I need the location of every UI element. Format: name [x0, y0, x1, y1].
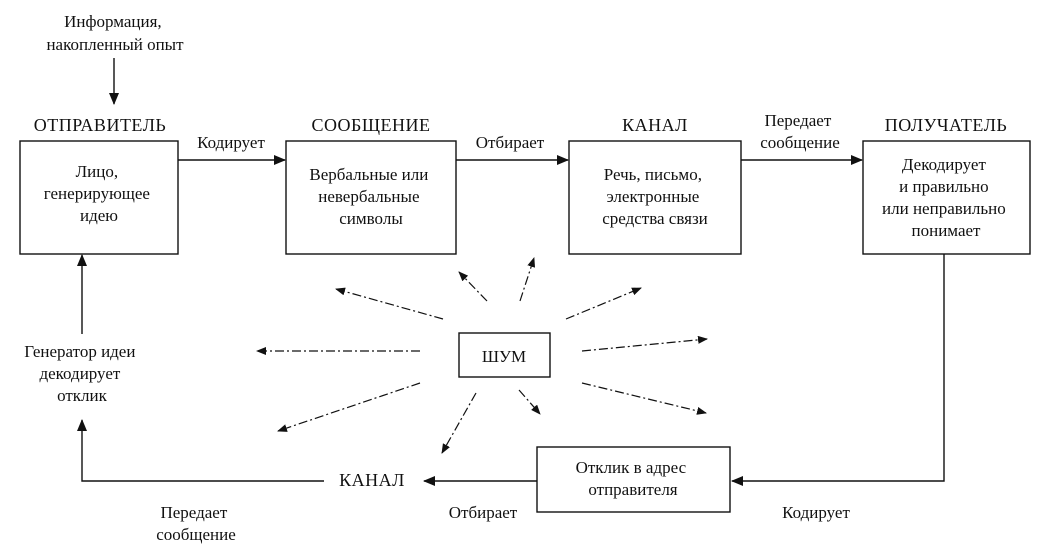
noise-arrow-down-left: [441, 392, 477, 454]
noise-arrow-down-right: [518, 389, 541, 415]
label-selects-top: Отбирает: [476, 133, 545, 152]
noise-arrow-up-left: [458, 271, 488, 302]
feedback-channel-label: КАНАЛ: [339, 470, 405, 490]
channel-box: [568, 140, 742, 255]
noise-arrow-upright-far: [565, 287, 642, 320]
arrow-receiver-to-feedback: [731, 254, 945, 486]
noise-arrow-downleft-far: [277, 382, 421, 432]
header-receiver: ПОЛУЧАТЕЛЬ: [885, 115, 1007, 135]
header-message: СООБЩЕНИЕ: [312, 115, 431, 135]
generator-label: Генератор идеи декодирует отклик: [24, 342, 139, 405]
noise-text: ШУМ: [482, 347, 526, 366]
label-feedback-transmits: Передает сообщение: [156, 503, 236, 544]
label-feedback-selects: Отбирает: [449, 503, 518, 522]
header-sender: ОТПРАВИТЕЛЬ: [34, 115, 167, 135]
noise-box: [458, 332, 551, 378]
message-text: Вербальные или невербальные символы: [309, 165, 432, 228]
receiver-box: [862, 140, 1031, 255]
sender-box: [19, 140, 179, 255]
input-label: Информация, накопленный опыт: [46, 12, 184, 54]
feedback-box: [536, 446, 731, 513]
noise-arrows: [256, 257, 708, 454]
noise-arrow-downright-far: [581, 382, 707, 415]
noise-arrow-upleft-far: [335, 287, 444, 320]
header-channel: КАНАЛ: [622, 115, 688, 135]
message-box: [285, 140, 457, 255]
noise-arrow-up-right: [519, 257, 536, 302]
sender-text: Лицо, генерирующее идею: [44, 162, 154, 225]
channel-text: Речь, письмо, электронные средства связи: [602, 165, 708, 228]
label-transmits-top: Передает сообщение: [760, 111, 840, 152]
receiver-text: Декодирует и правильно или неправильно п…: [882, 155, 1010, 240]
arrow-channel-to-generator: [77, 419, 324, 482]
noise-arrow-right: [581, 335, 708, 352]
label-feedback-encodes: Кодирует: [782, 503, 850, 522]
label-encodes-top: Кодирует: [197, 133, 265, 152]
feedback-text: Отклик в адрес отправителя: [576, 458, 691, 499]
